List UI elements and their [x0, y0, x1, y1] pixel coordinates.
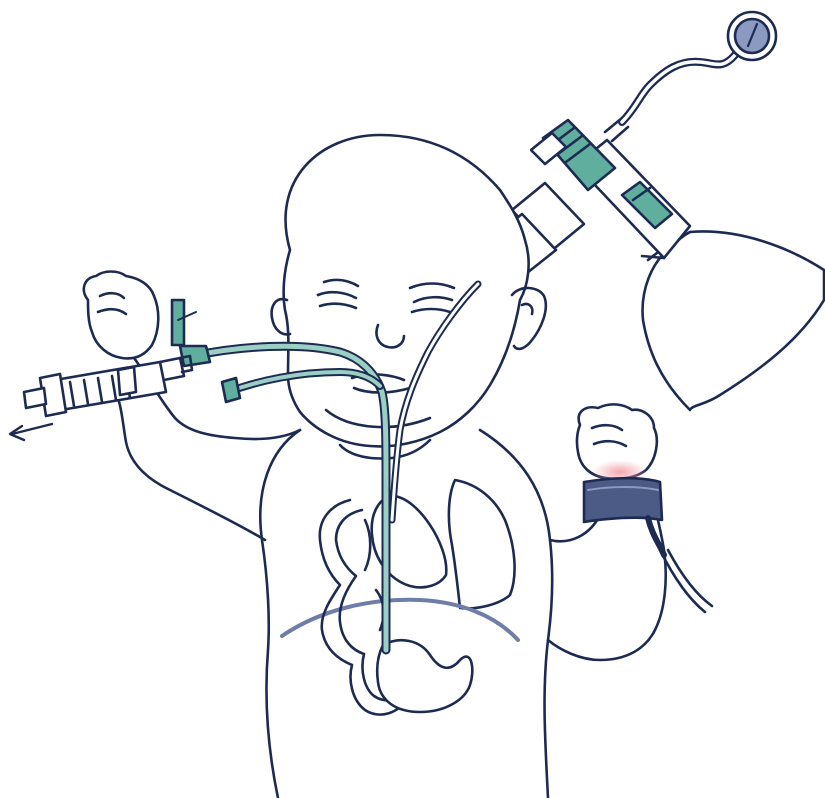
pulse-oximeter-sensor — [584, 460, 712, 612]
infant-body — [260, 430, 552, 798]
infant-left-arm — [84, 272, 300, 541]
infant-right-arm — [548, 404, 666, 660]
stomach — [377, 640, 472, 712]
resuscitation-bag — [643, 231, 824, 410]
suction-direction-arrow — [10, 424, 52, 440]
pressure-manometer — [622, 12, 776, 122]
